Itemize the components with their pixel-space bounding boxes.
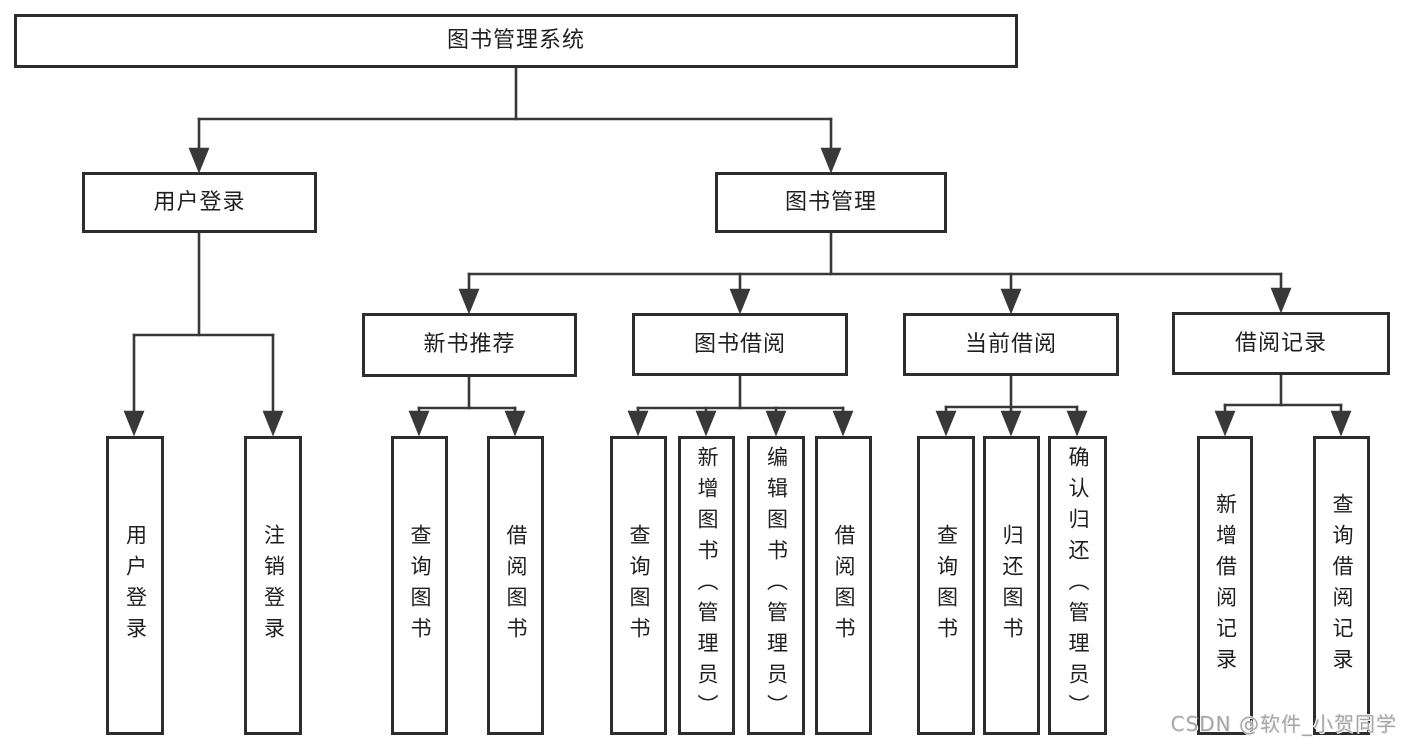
node-leaf-query-books-current: 查询图书 (917, 436, 975, 735)
node-new-book-recommend: 新书推荐 (362, 313, 577, 377)
arrowhead (1000, 410, 1022, 437)
node-book-management-label: 图书管理 (784, 189, 877, 215)
arrowhead (458, 288, 480, 315)
node-leaf-query-borrow-record: 查询借阅记录 (1313, 436, 1370, 735)
node-leaf-edit-book-admin: 编辑图书（管理员） (747, 436, 805, 735)
node-book-management: 图书管理 (715, 172, 947, 233)
arrowhead (1066, 410, 1088, 437)
node-leaf-user-login-label: 用户登录 (123, 523, 148, 648)
arrowhead (1330, 410, 1352, 437)
arrowhead (820, 147, 842, 174)
node-root-system: 图书管理系统 (14, 14, 1018, 68)
arrowhead (1270, 287, 1292, 314)
arrowhead (262, 410, 284, 437)
arrowhead (765, 410, 787, 437)
node-leaf-query-books-borrowing: 查询图书 (610, 436, 667, 735)
arrowhead (935, 410, 957, 437)
node-borrow-records: 借阅记录 (1172, 312, 1390, 375)
node-current-borrowing: 当前借阅 (903, 313, 1119, 376)
node-leaf-confirm-return-admin: 确认归还（管理员） (1048, 436, 1107, 735)
node-leaf-add-borrow-record: 新增借阅记录 (1197, 436, 1253, 735)
node-root-label: 图书管理系统 (446, 28, 585, 53)
node-leaf-borrow-books-recommend: 借阅图书 (487, 436, 544, 735)
arrowhead (729, 288, 751, 315)
node-leaf-query-borrow-record-label: 查询借阅记录 (1330, 492, 1354, 679)
node-leaf-logout: 注销登录 (244, 436, 302, 735)
node-leaf-return-book-label: 归还图书 (1000, 523, 1024, 648)
node-leaf-add-borrow-record-label: 新增借阅记录 (1213, 492, 1238, 679)
node-leaf-logout-label: 注销登录 (261, 523, 286, 648)
node-user-login-label: 用户登录 (153, 189, 246, 215)
arrowhead (695, 410, 717, 437)
watermark-text: CSDN @软件_小贺同学 (1170, 712, 1397, 736)
node-leaf-query-books-recommend: 查询图书 (391, 436, 448, 735)
arrowhead (627, 410, 649, 437)
arrowhead (832, 410, 854, 437)
node-book-borrowing-label: 图书借阅 (693, 331, 786, 357)
node-user-login: 用户登录 (82, 172, 317, 233)
arrowhead (123, 410, 145, 437)
arrowhead (1000, 288, 1022, 315)
node-book-borrowing: 图书借阅 (632, 313, 848, 376)
arrowhead (188, 147, 210, 174)
node-borrow-records-label: 借阅记录 (1234, 330, 1327, 356)
node-leaf-add-book-admin: 新增图书（管理员） (678, 436, 735, 735)
node-current-borrowing-label: 当前借阅 (964, 331, 1057, 357)
arrowhead (408, 410, 430, 437)
node-leaf-edit-book-admin-label: 编辑图书（管理员） (764, 446, 789, 725)
node-new-book-recommend-label: 新书推荐 (423, 332, 516, 357)
node-leaf-borrow-books-recommend-label: 借阅图书 (504, 523, 528, 648)
arrowhead (504, 410, 526, 437)
node-leaf-borrow-books-borrowing: 借阅图书 (815, 436, 872, 735)
node-leaf-user-login: 用户登录 (106, 436, 164, 735)
node-leaf-query-books-current-label: 查询图书 (934, 523, 959, 648)
node-leaf-add-book-admin-label: 新增图书（管理员） (695, 446, 719, 725)
node-leaf-query-books-borrowing-label: 查询图书 (627, 523, 651, 648)
node-leaf-return-book: 归还图书 (983, 436, 1040, 735)
node-leaf-borrow-books-borrowing-label: 借阅图书 (832, 523, 856, 648)
node-leaf-query-books-recommend-label: 查询图书 (408, 523, 432, 648)
arrowhead (1214, 410, 1236, 437)
node-leaf-confirm-return-admin-label: 确认归还（管理员） (1066, 446, 1090, 725)
